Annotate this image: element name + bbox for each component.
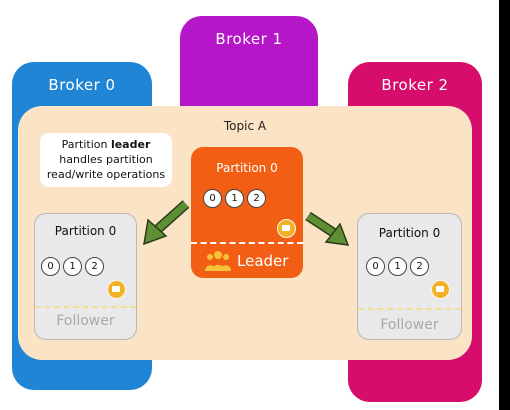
partition-title: Partition 0: [54, 224, 117, 238]
offset: 1: [225, 189, 244, 208]
offset: 2: [247, 189, 266, 208]
follower-partition-broker-2: Partition 0 0 1 2 Follower: [357, 213, 462, 340]
partition-title: Partition 0: [216, 161, 278, 175]
leader-note: Partition leader handles partition read/…: [40, 133, 172, 187]
follower-label: Follower: [56, 313, 115, 329]
offset: 0: [41, 257, 60, 276]
broker-label: Broker 1: [215, 30, 283, 48]
leader-partition: Partition 0 0 1 2 Leader: [191, 147, 303, 278]
offset: 0: [203, 189, 222, 208]
people-icon: [205, 251, 231, 271]
offset: 2: [85, 257, 104, 276]
offset: 0: [366, 257, 385, 276]
divider: [358, 308, 461, 310]
envelope-icon: [107, 280, 126, 299]
follower-label: Follower: [380, 317, 439, 333]
offset-list: 0 1 2: [366, 257, 429, 276]
note-text-start: Partition: [61, 138, 111, 151]
offset: 1: [388, 257, 407, 276]
topic-title: Topic A: [223, 119, 267, 133]
offset: 1: [63, 257, 82, 276]
envelope-icon: [431, 280, 450, 299]
follower-partition-broker-0: Partition 0 0 1 2 Follower: [34, 213, 137, 340]
leader-label: Leader: [237, 252, 289, 270]
note-text-end: handles partition read/write operations: [46, 153, 166, 181]
broker-label: Broker 2: [381, 76, 449, 94]
offset-list: 0 1 2: [203, 189, 266, 208]
window-edge: [499, 0, 510, 410]
divider: [35, 306, 136, 308]
partition-title: Partition 0: [378, 226, 441, 240]
offset: 2: [410, 257, 429, 276]
offset-list: 0 1 2: [41, 257, 104, 276]
envelope-icon: [277, 219, 296, 238]
note-bold-word: leader: [110, 138, 151, 151]
broker-label: Broker 0: [48, 76, 116, 94]
arrow-icon: [143, 200, 190, 246]
divider: [191, 242, 303, 244]
arrow-icon: [305, 211, 350, 246]
